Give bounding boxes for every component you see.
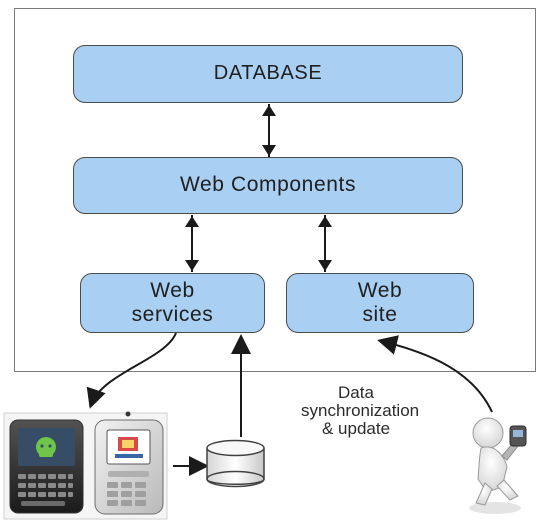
feature-phone-icon (94, 411, 164, 515)
web-services-line1: Web (150, 278, 195, 302)
web-services-line2: services (131, 302, 214, 326)
devices-panel (3, 411, 168, 520)
web-services-label: Web services (131, 278, 214, 326)
database-box: DATABASE (73, 45, 463, 103)
database-cylinder-icon (206, 439, 265, 488)
qwerty-smartphone-icon (9, 419, 84, 514)
sync-line2: synchronization (301, 400, 420, 420)
services-to-phones-arrow (86, 332, 177, 409)
sync-line3: & update (321, 418, 391, 438)
database-label: DATABASE (213, 62, 323, 85)
web-site-line1: Web (357, 278, 403, 302)
web-components-web-services-arrow (185, 215, 199, 272)
web-site-label: Web site (357, 278, 403, 326)
web-components-web-site-arrow (318, 215, 332, 272)
web-site-box: Web site (286, 273, 474, 333)
user-to-site-arrow (377, 335, 493, 413)
web-site-line2: site (362, 302, 398, 326)
web-components-label: Web Components (179, 173, 357, 197)
database-web-components-arrow (262, 104, 276, 157)
data-sync-label: Data synchronization & update (301, 383, 420, 438)
web-components-box: Web Components (73, 157, 463, 214)
3d-user-icon (469, 417, 527, 514)
sync-line1: Data (338, 383, 374, 402)
web-services-box: Web services (80, 273, 265, 333)
